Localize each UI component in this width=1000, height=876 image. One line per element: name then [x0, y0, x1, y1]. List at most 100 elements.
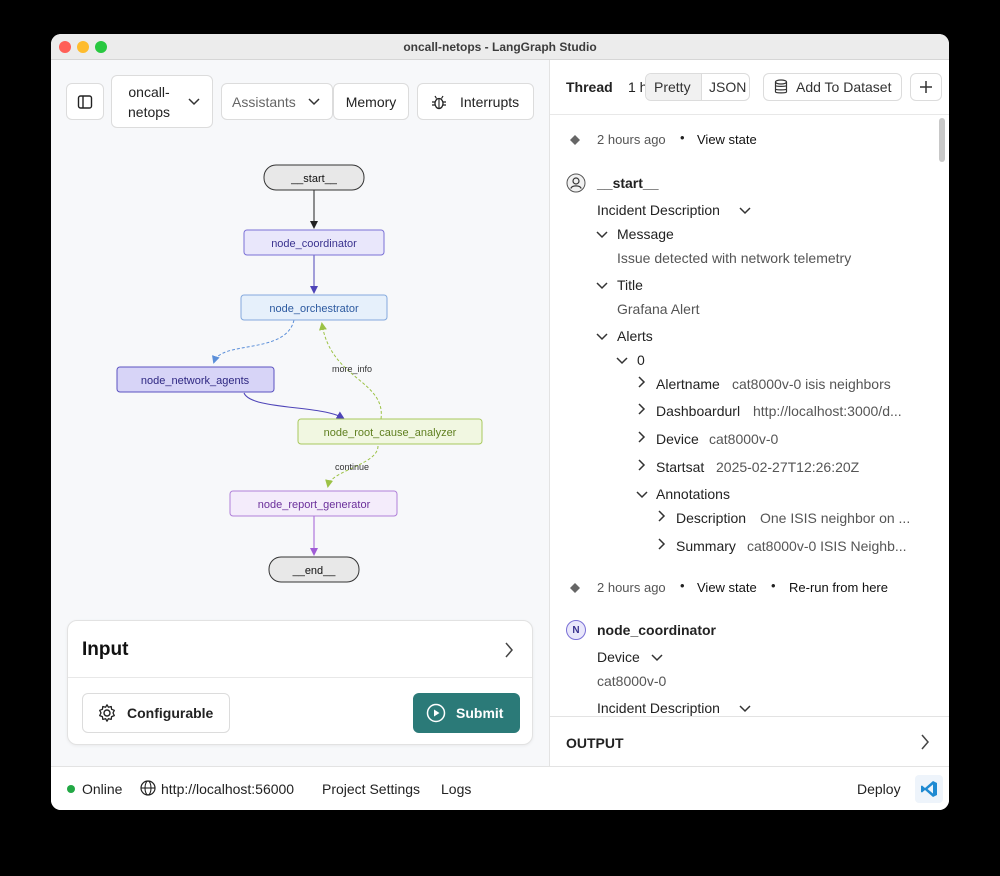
startsat-key: Startsat [656, 459, 705, 475]
plus-icon [920, 81, 932, 93]
edge-rootcause-orchestrator [319, 322, 382, 420]
add-to-dataset-button[interactable]: Add To Dataset [763, 73, 902, 101]
run1-time: 2 hours ago [597, 132, 666, 147]
coordinator-node-label: node_coordinator [597, 622, 717, 638]
chevron-right-icon[interactable] [638, 376, 646, 388]
graph-pane: oncall- netops Assistants Memory Interru… [51, 60, 549, 766]
add-button[interactable] [910, 73, 942, 101]
memory-button[interactable]: Memory [333, 83, 409, 120]
graph-node-network-agents-label: node_network_agents [141, 375, 250, 387]
edge-rootcause-report [325, 445, 379, 488]
chevron-down-icon[interactable] [636, 491, 648, 499]
online-label: Online [82, 781, 123, 797]
input-card-header[interactable]: Input [68, 621, 532, 678]
vscode-button[interactable] [915, 775, 943, 803]
submit-label: Submit [456, 705, 504, 721]
chevron-down-icon[interactable] [616, 357, 628, 365]
chevron-right-icon[interactable] [638, 403, 646, 415]
online-indicator [67, 785, 75, 793]
interrupts-label: Interrupts [460, 93, 520, 110]
chevron-right-icon[interactable] [638, 431, 646, 443]
graph-node-coordinator-label: node_coordinator [271, 238, 357, 250]
rerun-from-here[interactable]: Re-run from here [789, 580, 888, 595]
edge-network-rootcause [243, 392, 345, 420]
graph-node-report[interactable]: node_report_generator [229, 490, 398, 517]
chevron-right-icon[interactable] [658, 538, 666, 550]
project-settings-link[interactable]: Project Settings [322, 781, 421, 797]
summary-key: Summary [676, 538, 736, 554]
user-avatar-icon [566, 173, 586, 193]
alerts-key: Alerts [617, 328, 653, 344]
chevron-down-icon[interactable] [596, 333, 608, 341]
scrollbar-thumb[interactable] [939, 118, 945, 162]
bug-icon [432, 95, 446, 109]
interrupts-button[interactable]: Interrupts [417, 83, 534, 120]
deploy-link[interactable]: Deploy [857, 781, 901, 797]
submit-button[interactable]: Submit [413, 693, 520, 733]
output-label: OUTPUT [566, 735, 624, 751]
thread-header: Thread 1 h Pretty JSON Add To Dataset [550, 60, 949, 115]
chevron-right-icon [921, 734, 929, 750]
server-url[interactable]: http://localhost:56000 [161, 781, 295, 797]
startsat-value: 2025-02-27T12:26:20Z [716, 459, 860, 475]
pretty-label: Pretty [654, 79, 691, 95]
separator-dot: • [771, 578, 776, 593]
view-mode-toggle: Pretty JSON [645, 73, 750, 101]
alertname-key: Alertname [656, 376, 720, 392]
graph-node-root-cause[interactable]: node_root_cause_analyzer [297, 418, 483, 445]
edge-label-more-info: more_info [332, 364, 372, 374]
separator-dot: • [680, 578, 685, 593]
chevron-down-icon[interactable] [651, 654, 663, 662]
thread-pane: Thread 1 h Pretty JSON Add To Dataset 2 … [549, 60, 949, 766]
minimize-window-button[interactable] [77, 41, 89, 53]
message-key: Message [617, 226, 674, 242]
graph-node-orchestrator[interactable]: node_orchestrator [240, 294, 388, 321]
thread-scrollbar[interactable] [938, 116, 946, 716]
chevron-right-icon[interactable] [638, 459, 646, 471]
chevron-down-icon[interactable] [739, 207, 751, 215]
database-icon [774, 79, 788, 94]
thread-select[interactable]: 1 h [628, 79, 648, 95]
device-value: cat8000v-0 [709, 431, 779, 447]
title-key: Title [617, 277, 643, 293]
start-node-label: __start__ [597, 175, 659, 191]
close-window-button[interactable] [59, 41, 71, 53]
title-value: Grafana Alert [617, 301, 700, 317]
app-window: oncall-netops - LangGraph Studio oncall-… [51, 34, 949, 810]
chevron-down-icon [308, 98, 320, 106]
graph-node-coordinator[interactable]: node_coordinator [243, 229, 385, 256]
chevron-down-icon[interactable] [596, 282, 608, 290]
chevron-right-icon [505, 642, 513, 658]
logs-link[interactable]: Logs [441, 781, 472, 797]
memory-label: Memory [345, 93, 397, 110]
configurable-button[interactable]: Configurable [82, 693, 230, 733]
project-select-line2: netops [128, 103, 171, 120]
incident-description-key[interactable]: Incident Description [597, 202, 720, 218]
chevron-down-icon[interactable] [596, 231, 608, 239]
assistants-select[interactable]: Assistants [221, 83, 333, 120]
dashboardurl-value: http://localhost:3000/d... [753, 403, 902, 419]
coord-incident-key[interactable]: Incident Description [597, 700, 720, 716]
run1-view-state[interactable]: View state [697, 132, 757, 147]
graph-node-network-agents[interactable]: node_network_agents [116, 366, 275, 393]
pretty-toggle[interactable]: Pretty [646, 74, 702, 100]
project-select-line1: oncall- [128, 83, 170, 100]
graph-node-end[interactable]: __end__ [268, 556, 360, 583]
toggle-sidebar-button[interactable] [66, 83, 104, 120]
maximize-window-button[interactable] [95, 41, 107, 53]
chevron-right-icon[interactable] [658, 510, 666, 522]
title-bar: oncall-netops - LangGraph Studio [51, 34, 949, 60]
coord-device-value: cat8000v-0 [597, 673, 667, 689]
graph-node-root-cause-label: node_root_cause_analyzer [324, 427, 457, 439]
run2-view-state[interactable]: View state [697, 580, 757, 595]
chevron-down-icon[interactable] [739, 705, 751, 713]
alert-index: 0 [637, 352, 645, 368]
output-section[interactable]: OUTPUT [550, 716, 949, 766]
description-key: Description [676, 510, 747, 526]
graph-node-orchestrator-label: node_orchestrator [269, 303, 359, 315]
globe-icon [140, 780, 156, 796]
project-select[interactable]: oncall- netops [111, 75, 213, 128]
json-toggle[interactable]: JSON [703, 74, 749, 100]
coord-device-key[interactable]: Device [597, 649, 640, 665]
graph-node-start[interactable]: __start__ [263, 164, 365, 191]
